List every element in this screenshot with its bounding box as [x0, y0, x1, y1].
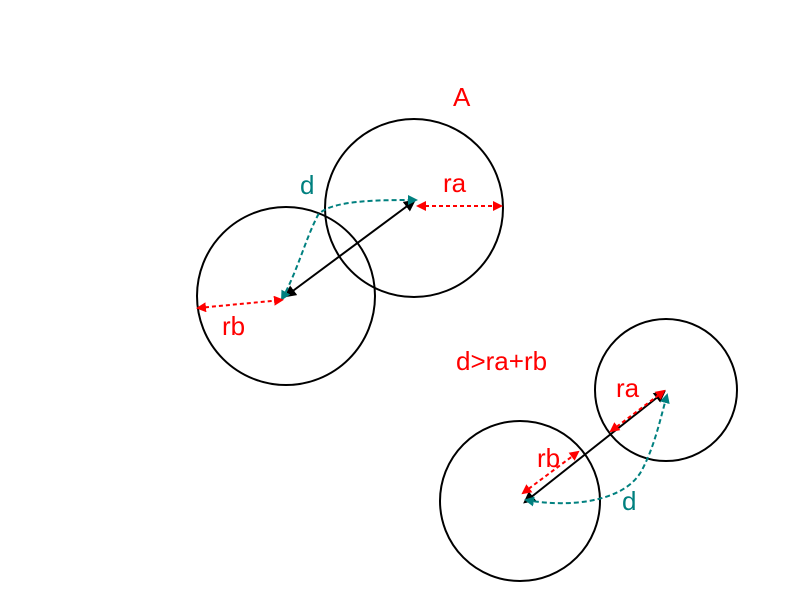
separated-circles-group: d>ra+rb ra rb d [439, 318, 738, 582]
condition-label: d>ra+rb [456, 346, 547, 376]
bottom-d-label: d [622, 486, 636, 516]
distance-d-curve [281, 195, 418, 301]
top-ra-label: ra [443, 168, 467, 198]
overlapping-circles-group: A d ra rb [196, 82, 504, 386]
top-d-label: d [300, 170, 314, 200]
top-rb-label: rb [222, 311, 245, 341]
bottom-rb-label: rb [537, 443, 560, 473]
bottom-distance-d-curve [524, 393, 670, 507]
center-distance-line [284, 199, 416, 298]
bottom-ra-label: ra [616, 373, 640, 403]
title-label: A [453, 82, 471, 112]
radius-rb-line [196, 295, 284, 313]
circle-large [439, 420, 601, 582]
circle-a [324, 118, 504, 298]
